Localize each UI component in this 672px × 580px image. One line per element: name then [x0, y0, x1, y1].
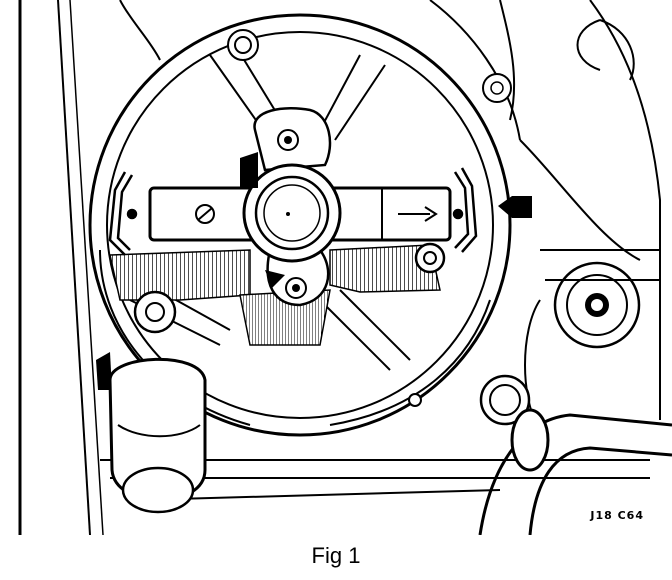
- hose: [478, 408, 672, 535]
- top-bolt: [227, 29, 259, 61]
- alignment-pointer-icon: [96, 152, 532, 390]
- lower-left-bolt: [133, 290, 177, 334]
- distributor-housing: [88, 13, 512, 437]
- right-stud: [414, 242, 446, 274]
- left-clip: [108, 171, 138, 256]
- right-clip: [452, 167, 478, 253]
- central-shaft: [242, 163, 342, 263]
- lower-right-nut: [479, 374, 531, 426]
- small-screw: [408, 393, 422, 407]
- rotor-lower-lobe: [266, 248, 330, 307]
- upper-right-stud: [482, 73, 512, 103]
- distributor-rotor-illustration: [18, 0, 672, 535]
- vacuum-unit: [108, 357, 207, 514]
- right-boss: [553, 261, 641, 349]
- rotor-upper-lobe: [253, 106, 332, 172]
- figure-caption: Fig 1: [311, 543, 361, 568]
- left-rail: [18, 0, 104, 535]
- drawing-code: J18 C64: [590, 509, 644, 522]
- right-arrow-icon: [398, 206, 438, 222]
